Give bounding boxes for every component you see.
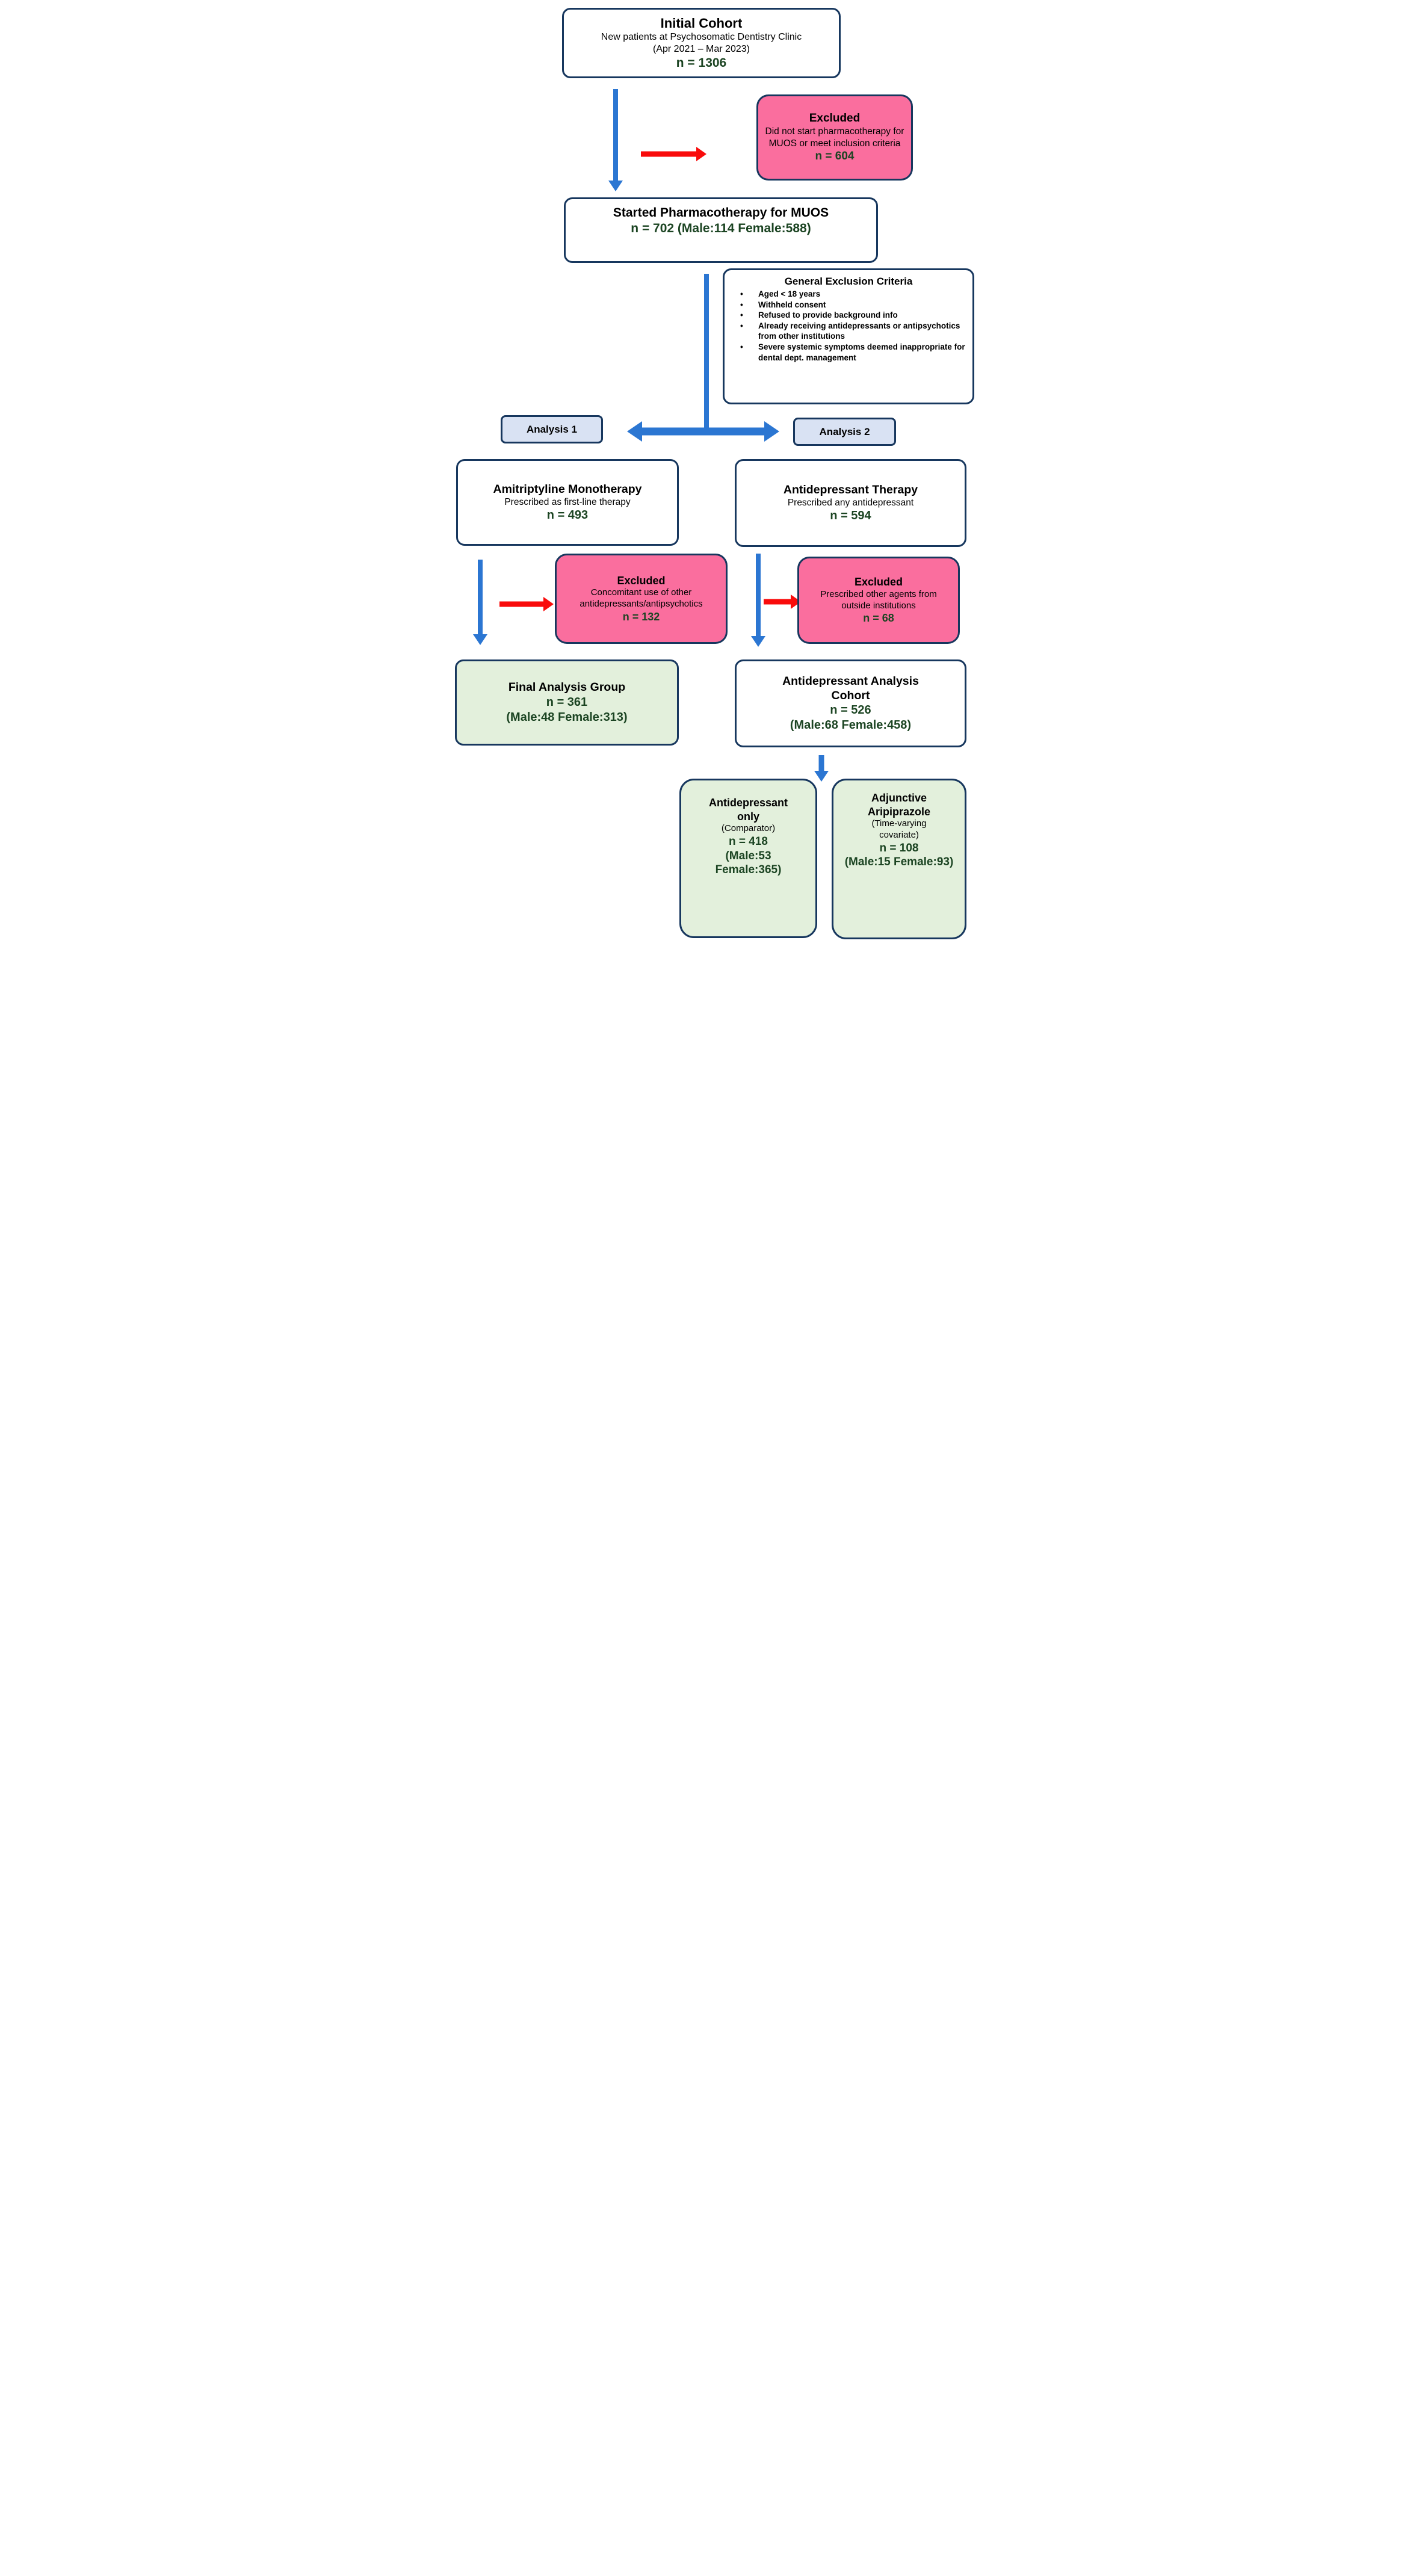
- antidepressant-analysis-cohort-box: Antidepressant Analysis Cohort n = 526 (…: [735, 659, 966, 747]
- arrow-head-right: [764, 421, 779, 442]
- box-n-value: n = 702 (Male:114 Female:588): [631, 221, 811, 236]
- box-n-value: n = 132: [622, 610, 660, 623]
- arrow-head: [751, 636, 765, 647]
- box-title: Excluded: [809, 112, 861, 125]
- box-title: Antidepressant Analysis Cohort: [782, 674, 919, 702]
- box-n-value: n = 526: [830, 703, 871, 717]
- box-subtitle: (Time-varying covariate): [871, 818, 927, 840]
- box-sex-breakdown: (Male:53 Female:365): [715, 849, 782, 877]
- box-title: Excluded: [617, 574, 666, 587]
- connector-arrow-initial-to-started: [608, 89, 623, 191]
- box-n-value: n = 493: [546, 508, 589, 522]
- box-title: Excluded: [854, 576, 903, 588]
- connector-arrow-therapy-to-cohort: [751, 554, 765, 647]
- box-n-value: n = 604: [815, 149, 855, 162]
- general-exclusion-criteria-box: General Exclusion Criteria Aged < 18 yea…: [723, 268, 974, 404]
- list-item: Already receiving antidepressants or ant…: [732, 321, 965, 342]
- exclusion-criteria-list: Aged < 18 years Withheld consent Refused…: [732, 289, 965, 363]
- connector-arrow-amitriptyline-to-final: [473, 560, 487, 645]
- box-title: Started Pharmacotherapy for MUOS: [613, 206, 829, 220]
- box-n-value: n = 361: [546, 695, 588, 709]
- excluded-right-box: Excluded Prescribed other agents from ou…: [797, 557, 960, 644]
- list-item: Aged < 18 years: [732, 289, 965, 300]
- box-sex-breakdown: (Male:68 Female:458): [790, 718, 912, 732]
- connector-arrow-cohort-to-groups: [814, 755, 829, 782]
- excluded-left-box: Excluded Concomitant use of other antide…: [555, 554, 728, 644]
- arrow-shaft: [499, 601, 544, 607]
- box-subtitle: (Comparator): [721, 823, 776, 833]
- analysis-1-label: Analysis 1: [501, 415, 603, 443]
- started-pharmacotherapy-box: Started Pharmacotherapy for MUOS n = 702…: [564, 197, 878, 263]
- box-title: Antidepressant only: [708, 797, 788, 823]
- arrow-head: [543, 597, 554, 611]
- arrow-shaft: [641, 151, 697, 157]
- connector-arrow-to-excluded-right: [764, 595, 801, 609]
- box-title: Antidepressant Therapy: [783, 483, 918, 496]
- box-n-value: n = 594: [830, 509, 871, 523]
- box-sex-breakdown: (Male:15 Female:93): [844, 856, 954, 869]
- box-subtitle: Prescribed any antidepressant: [787, 498, 914, 508]
- box-reason: Concomitant use of other antidepressants…: [580, 587, 703, 609]
- box-reason: Prescribed other agents from outside ins…: [820, 588, 937, 611]
- analysis-2-label: Analysis 2: [793, 418, 896, 446]
- box-n-value: n = 68: [863, 612, 894, 625]
- arrow-head: [608, 181, 623, 191]
- box-title: Final Analysis Group: [508, 681, 626, 694]
- connector-arrow-to-excluded-left: [499, 597, 554, 611]
- list-item: Severe systemic symptoms deemed inapprop…: [732, 342, 965, 363]
- connector-line-started-to-split: [704, 274, 709, 431]
- box-title: Initial Cohort: [660, 15, 743, 31]
- connector-double-arrow-analysis-split: [627, 421, 779, 442]
- box-title: General Exclusion Criteria: [784, 276, 913, 287]
- adjunctive-aripiprazole-box: Adjunctive Aripiprazole (Time-varying co…: [832, 779, 966, 939]
- amitriptyline-monotherapy-box: Amitriptyline Monotherapy Prescribed as …: [456, 459, 679, 546]
- box-date-range: (Apr 2021 – Mar 2023): [653, 44, 750, 55]
- box-title: Adjunctive Aripiprazole: [867, 792, 931, 818]
- arrow-head: [814, 771, 829, 782]
- arrow-shaft: [641, 427, 765, 436]
- flow-diagram: Initial Cohort New patients at Psychosom…: [450, 0, 978, 954]
- box-n-value: n = 418: [729, 835, 768, 848]
- box-subtitle: New patients at Psychosomatic Dentistry …: [601, 32, 802, 43]
- connector-arrow-to-excluded-top: [641, 147, 706, 161]
- arrow-shaft: [764, 599, 791, 605]
- initial-cohort-box: Initial Cohort New patients at Psychosom…: [562, 8, 841, 78]
- antidepressant-therapy-box: Antidepressant Therapy Prescribed any an…: [735, 459, 966, 547]
- box-sex-breakdown: (Male:48 Female:313): [506, 710, 628, 724]
- label-text: Analysis 1: [526, 423, 578, 435]
- arrow-head: [696, 147, 706, 161]
- arrow-shaft: [478, 560, 483, 634]
- arrow-head: [473, 634, 487, 645]
- list-item: Refused to provide background info: [732, 310, 965, 321]
- arrow-shaft: [613, 89, 618, 181]
- box-title: Amitriptyline Monotherapy: [493, 482, 642, 496]
- box-n-value: n = 1306: [676, 56, 727, 70]
- label-text: Analysis 2: [819, 425, 870, 437]
- box-subtitle: Prescribed as first-line therapy: [504, 497, 631, 507]
- box-n-value: n = 108: [879, 841, 919, 854]
- final-analysis-group-box: Final Analysis Group n = 361 (Male:48 Fe…: [455, 659, 679, 746]
- arrow-shaft: [818, 755, 824, 771]
- arrow-shaft: [756, 554, 761, 636]
- antidepressant-only-box: Antidepressant only (Comparator) n = 418…: [679, 779, 817, 938]
- arrow-head-left: [627, 421, 642, 442]
- excluded-top-box: Excluded Did not start pharmacotherapy f…: [756, 94, 913, 181]
- box-reason: Did not start pharmacotherapy for MUOS o…: [765, 126, 904, 149]
- list-item: Withheld consent: [732, 300, 965, 310]
